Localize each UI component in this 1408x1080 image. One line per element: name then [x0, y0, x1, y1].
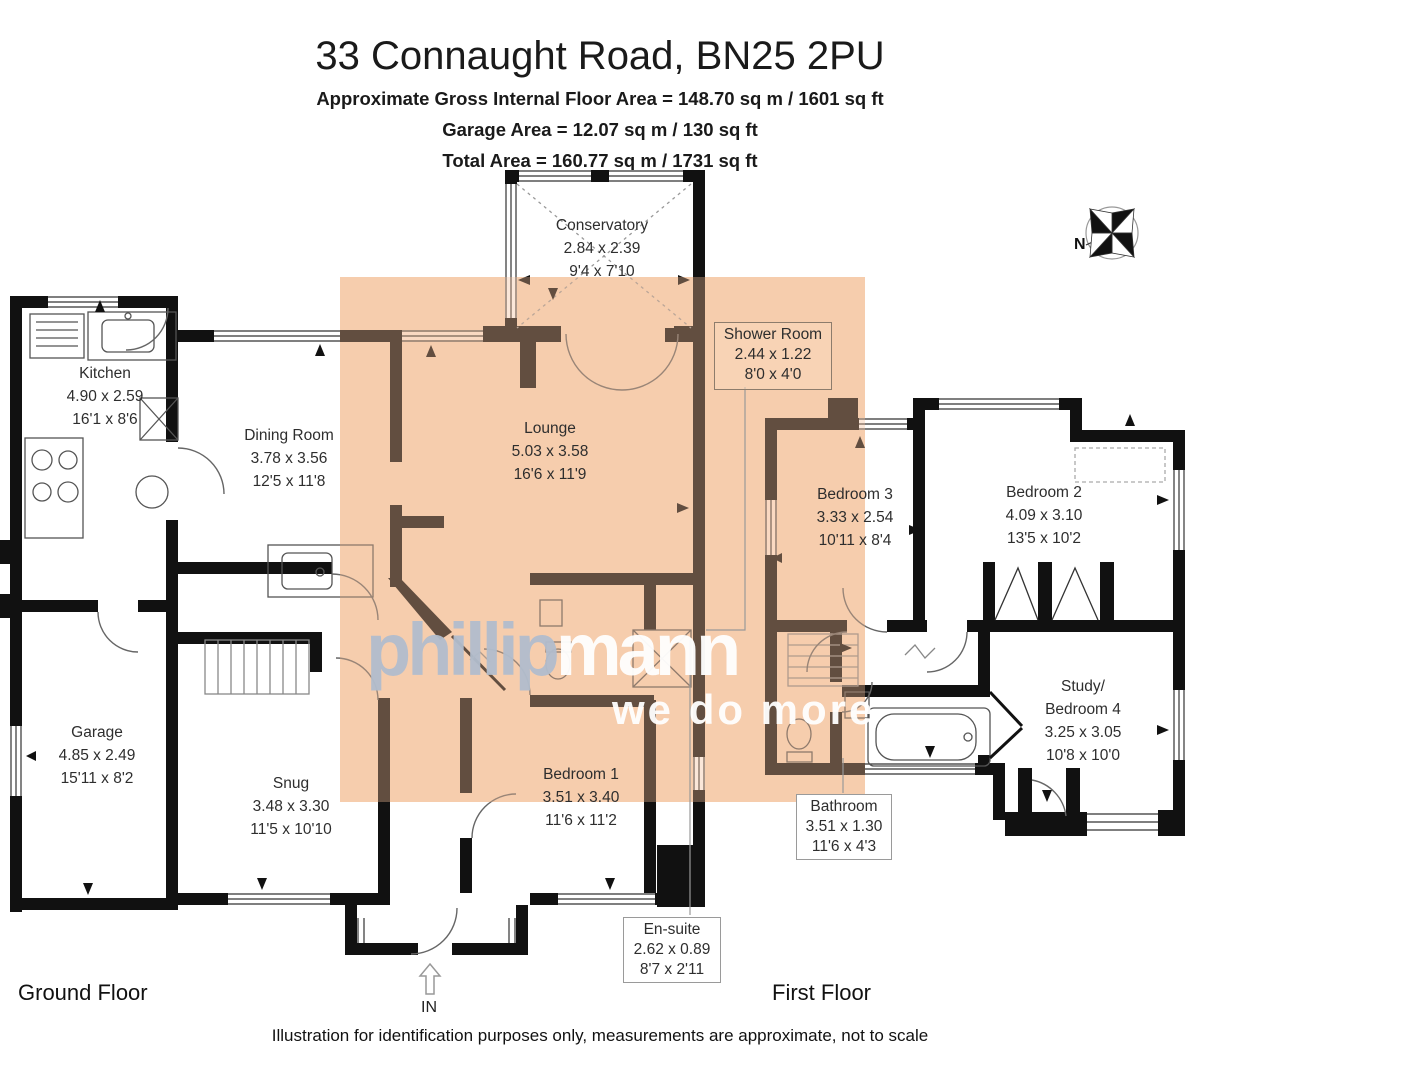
page-title: 33 Connaught Road, BN25 2PU: [315, 34, 885, 78]
watermark-part2: mann: [555, 608, 741, 691]
shower-cubicle-icon: [632, 629, 692, 688]
header: 33 Connaught Road, BN25 2PU Approximate …: [0, 34, 1200, 172]
room-label-snug: Snug 3.48 x 3.30 11'5 x 10'10: [250, 775, 332, 838]
watermark-tagline: we do more: [612, 686, 876, 733]
entrance-arrow-icon: [418, 962, 442, 995]
floor-area-line: Approximate Gross Internal Floor Area = …: [316, 88, 884, 109]
utility-sink-icon: [267, 544, 374, 598]
kitchen-sink-icon: [87, 311, 177, 361]
room-label-dining-room: Dining Room 3.78 x 3.56 12'5 x 11'8: [244, 427, 334, 490]
ff-basin-icon: [844, 691, 870, 719]
room-label-bathroom: Bathroom 3.51 x 1.30 11'6 x 4'3: [796, 794, 892, 860]
room-label-garage: Garage 4.85 x 2.49 15'11 x 8'2: [58, 724, 136, 787]
toilet-icon: [545, 648, 571, 680]
compass-north-icon: N: [1072, 200, 1148, 275]
fixtures: [24, 183, 1166, 767]
room-label-kitchen: Kitchen 4.90 x 2.59 16'1 x 8'6: [66, 365, 144, 428]
room-label-bedroom-2: Bedroom 2 4.09 x 3.10 13'5 x 10'2: [1005, 484, 1083, 547]
entrance-label: IN: [421, 999, 437, 1016]
north-label: N: [1074, 236, 1086, 253]
room-label-en-suite: En-suite 2.62 x 0.89 8'7 x 2'11: [623, 917, 721, 983]
room-label-study-bedroom-4: Study/ Bedroom 4 3.25 x 3.05 10'8 x 10'0: [1044, 678, 1122, 764]
ground-floor-label: Ground Floor: [18, 980, 148, 1005]
garage-area-line: Garage Area = 12.07 sq m / 130 sq ft: [442, 119, 758, 140]
dimension-arrows: [26, 275, 1169, 895]
label-leader-lines: [689, 387, 844, 915]
windows: [10, 170, 1185, 943]
room-label-conservatory: Conservatory 2.84 x 2.39 9'4 x 7'10: [555, 217, 649, 280]
disclaimer-text: Illustration for identification purposes…: [271, 1026, 929, 1045]
watermark: phillipmann: [366, 607, 741, 692]
hob-icon: [24, 437, 84, 539]
ff-toilet-icon: [786, 718, 812, 750]
wc-basin-icon: [135, 475, 169, 509]
room-label-bedroom-3: Bedroom 3 3.33 x 2.54 10'11 x 8'4: [816, 486, 894, 549]
door-arcs: [97, 307, 1067, 955]
first-floor-label: First Floor: [772, 980, 871, 1005]
bath-icon: [867, 707, 991, 767]
watermark-part1: phillip: [366, 608, 560, 691]
basin-icon: [539, 599, 563, 627]
total-area-line: Total Area = 160.77 sq m / 1731 sq ft: [442, 150, 758, 171]
room-label-shower-room: Shower Room 2.44 x 1.22 8'0 x 4'0: [714, 322, 832, 390]
room-label-lounge: Lounge 5.03 x 3.58 16'6 x 11'9: [511, 420, 589, 483]
room-label-bedroom-1: Bedroom 1 3.51 x 3.40 11'6 x 11'2: [542, 766, 620, 829]
